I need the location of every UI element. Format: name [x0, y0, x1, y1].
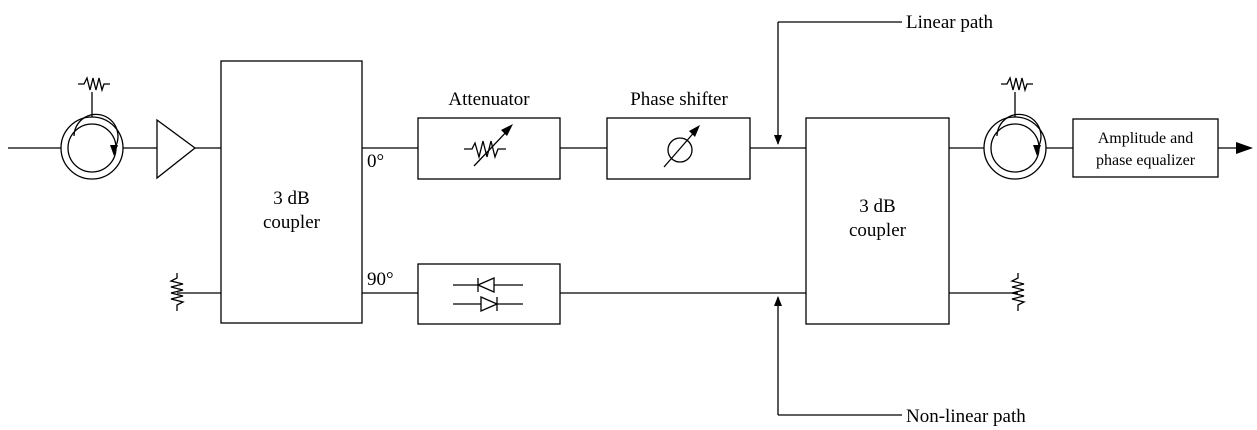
phase-shifter-box — [606, 117, 751, 180]
resistor-icon — [169, 273, 185, 311]
coupler-right-box — [805, 117, 950, 325]
linear-path-label: Linear path — [906, 12, 994, 33]
diode-pair-box — [417, 263, 561, 325]
linear-path-pointer — [774, 21, 902, 145]
resistor-icon — [78, 76, 110, 93]
variable-attenuator-icon — [464, 124, 513, 167]
resistor-icon — [1010, 273, 1026, 311]
equalizer-line2: phase equalizer — [1096, 152, 1196, 169]
coupler-left-line2: coupler — [263, 212, 321, 233]
termination-resistor-left — [169, 273, 221, 311]
port-90-label: 90° — [367, 269, 394, 290]
circulator-input — [60, 76, 124, 180]
amplifier-icon — [156, 118, 197, 180]
coupler-right-line1: 3 dB — [859, 196, 895, 217]
output-arrow-icon — [1236, 142, 1253, 154]
attenuator-label: Attenuator — [448, 89, 530, 110]
coupler-left-line1: 3 dB — [273, 188, 309, 209]
equalizer-box — [1072, 118, 1219, 178]
port-0-label: 0° — [367, 151, 384, 172]
nonlinear-path-pointer — [774, 296, 902, 416]
phase-shifter-icon — [663, 125, 700, 168]
antiparallel-diodes-icon — [453, 277, 523, 312]
phase-shifter-label: Phase shifter — [630, 89, 728, 110]
circulator-output — [983, 76, 1047, 180]
equalizer-line1: Amplitude and — [1098, 130, 1194, 147]
termination-resistor-right — [949, 273, 1026, 311]
resistor-icon — [1001, 76, 1033, 93]
coupler-left-box — [220, 60, 363, 324]
nonlinear-path-label: Non-linear path — [906, 406, 1026, 427]
coupler-right-line2: coupler — [849, 220, 907, 241]
